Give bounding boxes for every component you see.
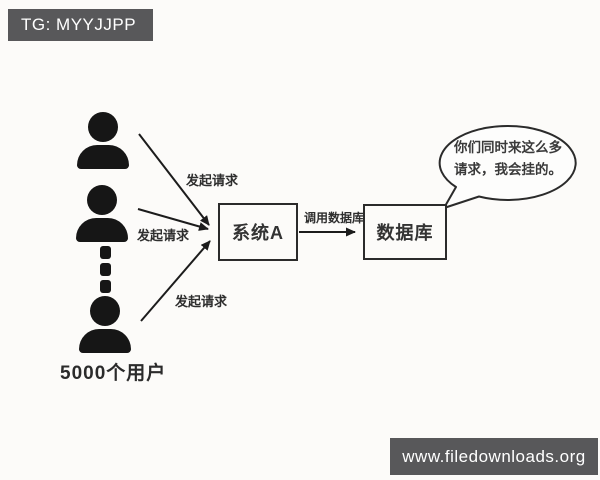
call-db-arrow-label: 调用数据库 [304, 211, 365, 225]
speech-bubble-text: 你们同时来这么多 请求，我会挂的。 [447, 137, 569, 182]
user-head-icon [88, 112, 118, 142]
speech-bubble [438, 124, 577, 209]
user-body-icon [76, 218, 128, 242]
user-body-icon [79, 329, 131, 353]
speech-bubble-line-1: 你们同时来这么多 [454, 140, 562, 155]
website-watermark-text: www.filedownloads.org [402, 446, 586, 466]
request-arrow-label-2: 发起请求 [137, 228, 190, 243]
request-arrow-label-1: 发起请求 [186, 173, 239, 188]
user-body-icon [77, 145, 129, 169]
website-watermark-badge: www.filedownloads.org [390, 438, 598, 475]
database-box: 数据库 [363, 204, 447, 260]
system-a-box: 系统A [218, 203, 298, 261]
user-icon [77, 112, 129, 169]
telegram-watermark-badge: TG: MYYJJPP [8, 9, 153, 41]
request-arrow-3 [140, 240, 211, 322]
ellipsis-dot-icon [100, 263, 111, 276]
ellipsis-dot-icon [100, 280, 111, 293]
user-head-icon [90, 296, 120, 326]
speech-bubble-line-2: 请求，我会挂的。 [454, 162, 562, 178]
system-a-label: 系统A [232, 223, 284, 243]
users-count-caption: 5000个用户 [60, 363, 167, 384]
request-arrow-2 [137, 208, 209, 231]
request-arrow-label-3: 发起请求 [175, 294, 228, 309]
ellipsis-dot-icon [100, 246, 111, 259]
user-head-icon [87, 185, 117, 215]
request-arrow-1 [138, 133, 210, 226]
telegram-watermark-text: TG: MYYJJPP [21, 15, 137, 34]
user-icon [79, 296, 131, 353]
database-label: 数据库 [376, 223, 434, 243]
user-icon [76, 185, 128, 242]
